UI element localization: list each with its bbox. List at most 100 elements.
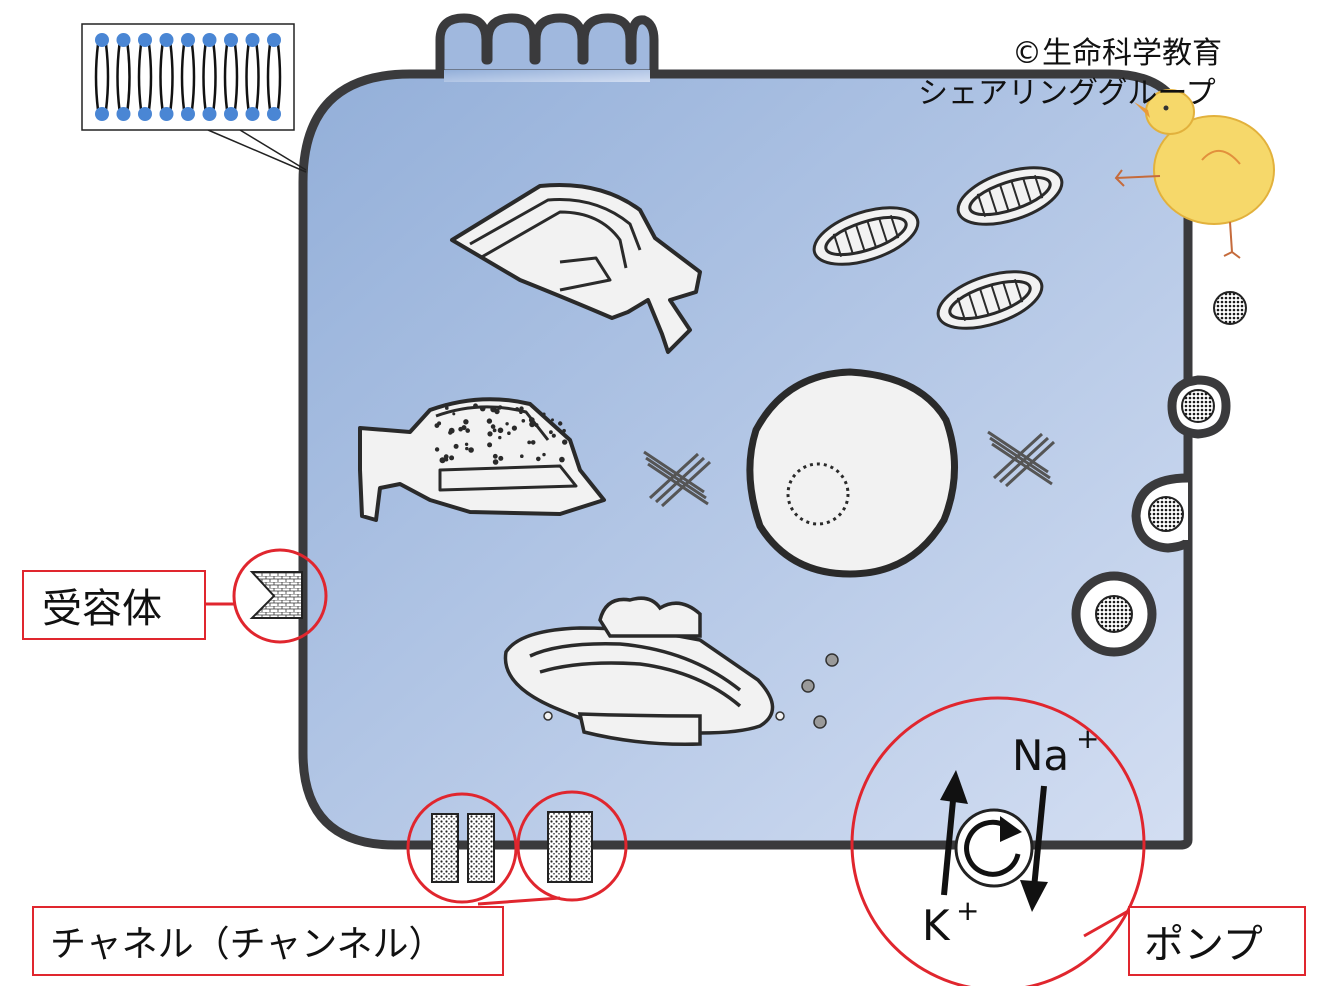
lipid-head [181,107,195,121]
receptor-label-text: 受容体 [42,586,162,632]
ribosome [515,407,520,412]
ribosome [528,417,535,423]
ribosome [542,452,546,457]
centrioles [643,430,1056,508]
ribosome [461,425,467,431]
ribosome [562,439,568,445]
lipid-tail [223,43,239,111]
ribosome [497,427,504,434]
potassium-charge: + [956,894,979,927]
lipid-tail [116,43,131,111]
ribosome [487,442,493,448]
ribosome [498,435,502,440]
ribosome [519,410,523,415]
channel-label-text: チャネル（チャンネル） [50,924,445,965]
ribosome [463,419,469,425]
ribosome [444,457,449,462]
ribosome [534,423,539,428]
ribosome [536,456,541,462]
potassium-label: K [922,901,951,950]
vesicles [543,653,839,729]
ribosome [487,431,493,437]
channel-proteins [431,811,593,883]
channel-highlight-1 [406,792,518,904]
channel-label: チャネル（チャンネル） [32,906,504,976]
channel-subunit [547,811,571,883]
ribosome [497,405,502,410]
highlight-annotations [206,548,1146,990]
lipid-bilayer-inset [81,23,307,173]
channel-highlight-2 [516,790,628,902]
mitochondrion-2 [956,166,1064,226]
lipid-head [267,107,281,121]
ribosome [473,403,478,409]
lipid-head [202,107,217,121]
lipid-head [95,107,109,121]
channel-subunit [431,813,459,883]
ribosome [439,457,446,464]
lipid-head [159,107,174,121]
nucleus [746,368,959,578]
rough-er [358,397,606,522]
lipid-head [116,33,131,47]
lipid-head [181,33,195,47]
ribosome [444,403,449,408]
lipid-tail [180,43,196,111]
ribosome [520,454,524,459]
ribosome [551,433,556,438]
credit-line-2: シェアリンググループ [918,76,1216,111]
ribosome [464,442,469,446]
lipid-head [95,33,109,47]
receptor-label: 受容体 [22,570,206,640]
ribosome [551,418,554,422]
lipid-head [138,33,152,47]
lipid-head [245,107,260,121]
ribosome [494,408,500,415]
ribosome [549,430,553,435]
ribosome [448,430,453,435]
ribosome [465,428,471,433]
golgi-apparatus [503,596,775,746]
ribosome [527,440,532,445]
pump-label: ポンプ [1128,906,1306,976]
ribosome [479,405,486,412]
sodium-charge: + [1076,722,1099,755]
pump-highlight [850,696,1146,990]
channel-subunit [569,811,593,883]
potassium-arrow [941,789,957,896]
mitochondrion-3 [936,270,1044,330]
ribosome [465,446,469,451]
ribosome [492,459,499,465]
ribosome [530,440,536,445]
lipid-head [224,107,238,121]
channel-subunit [467,813,495,883]
lipid-tail [94,43,110,111]
ribosome [434,423,440,428]
lipid-head [159,33,174,47]
ribosome [452,412,456,416]
chick-mascot-illustration [1114,89,1275,259]
ribosome [507,431,511,436]
lipid-head [267,33,281,47]
ribosome [445,406,449,410]
ribosome [559,456,565,463]
secretory-vesicles [1071,291,1247,657]
ribosome [542,412,546,416]
receptor-highlight [232,548,328,644]
lipid-head [245,33,260,47]
sodium-label: Na [1012,731,1069,780]
lipid-tail [202,43,217,111]
ribosome [511,425,517,431]
pump-label-text: ポンプ [1144,922,1263,968]
smooth-er [450,183,702,354]
ribosome [468,447,474,453]
ribosome [521,419,526,423]
ribosome [498,455,504,461]
lipid-head [202,33,217,47]
ribosome [434,447,440,452]
ribosome [490,424,496,429]
pump-leader [1083,908,1131,938]
ribosome [529,421,535,428]
